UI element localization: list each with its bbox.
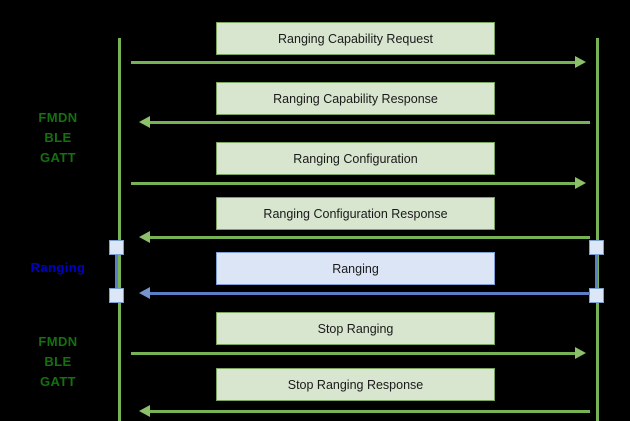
message-arrow-shaft [131,182,575,185]
message-box: Ranging Capability Request [216,22,495,55]
arrow-head-right-icon [575,347,586,359]
message-arrow-shaft-ranging [150,292,590,295]
message-box: Ranging Configuration [216,142,495,175]
activation-node-right-end [589,288,604,303]
phase-label-ranging: Ranging [30,260,86,275]
message-box: Ranging Capability Response [216,82,495,115]
message-arrow-shaft [150,121,590,124]
message-box-ranging: Ranging [216,252,495,285]
arrow-head-left-icon [139,116,150,128]
message-arrow-shaft [150,410,590,413]
arrow-head-left-icon [139,231,150,243]
arrow-head-right-icon [575,177,586,189]
message-arrow-shaft [131,61,575,64]
activation-bar-right [595,248,598,294]
message-box: Stop Ranging Response [216,368,495,401]
lifeline-right [596,38,599,421]
activation-bar-left [115,248,118,294]
arrow-head-left-icon [139,287,150,299]
arrow-head-right-icon [575,56,586,68]
arrow-head-left-icon [139,405,150,417]
activation-node-left-end [109,288,124,303]
message-arrow-shaft [131,352,575,355]
phase-label-fmdn-ble-gatt-bottom: FMDN BLE GATT [38,334,78,389]
phase-label-fmdn-ble-gatt-top: FMDN BLE GATT [38,110,78,165]
activation-node-right-start [589,240,604,255]
lifeline-left [118,38,121,421]
message-box: Stop Ranging [216,312,495,345]
message-arrow-shaft [150,236,590,239]
activation-node-left-start [109,240,124,255]
message-box: Ranging Configuration Response [216,197,495,230]
